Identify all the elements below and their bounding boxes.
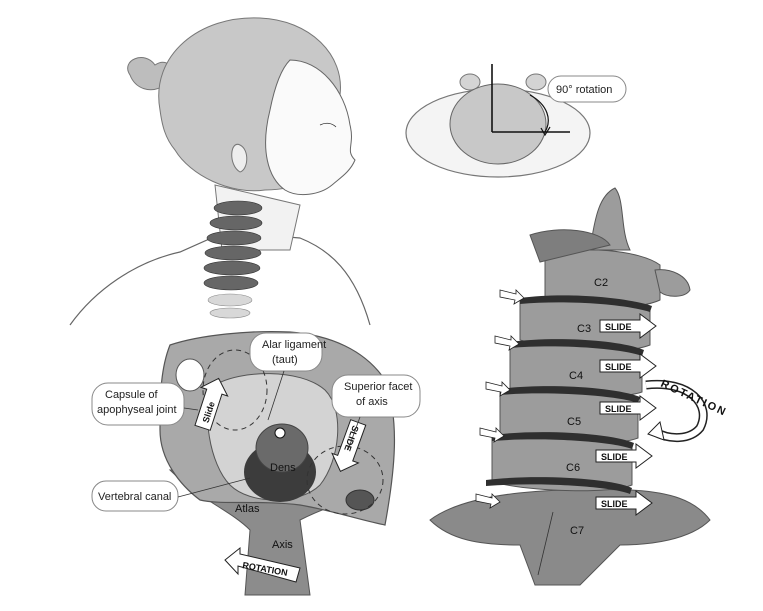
vertebra-c7-label: C7	[570, 525, 584, 537]
vertebra-c2-label: C2	[594, 277, 608, 289]
cervical-spine-diagram: C2 C3 C4 C5 C6 C7 SLIDE SLIDE SLIDE SLID…	[429, 187, 729, 586]
vertebra-c6-label: C6	[566, 462, 580, 474]
capsule-line2: apophyseal joint	[97, 404, 177, 416]
dens-label: Dens	[270, 462, 296, 474]
alar-ligament-line2: (taut)	[272, 354, 298, 366]
vertebra-c3-label: C3	[577, 323, 591, 335]
rotation-90-label: 90° rotation	[556, 84, 612, 96]
svg-text:SLIDE: SLIDE	[605, 404, 632, 414]
vertebra-c4-label: C4	[569, 370, 583, 382]
svg-text:SLIDE: SLIDE	[601, 499, 628, 509]
superior-facet-line2: of axis	[356, 396, 388, 408]
woman-head-illustration	[69, 17, 371, 326]
svg-text:SLIDE: SLIDE	[605, 362, 632, 372]
slide-arrow-c3: SLIDE	[599, 313, 657, 339]
alar-ligament-line1: Alar ligament	[262, 339, 326, 351]
slide-arrow-c5: SLIDE	[599, 395, 657, 421]
axis-label: Axis	[272, 539, 293, 551]
superior-facet-line1: Superior facet	[344, 381, 412, 393]
top-view-rotation-diagram: 90° rotation	[405, 64, 627, 178]
vertebral-canal-label: Vertebral canal	[98, 491, 171, 503]
slide-arrow-c4: SLIDE	[599, 353, 657, 379]
vertebra-c5-label: C5	[567, 416, 581, 428]
capsule-line1: Capsule of	[105, 389, 159, 401]
rotation-label-spine: ROTATION	[659, 378, 729, 419]
slide-arrow-c7: SLIDE	[595, 490, 653, 516]
atlas-axis-diagram: Slide SLIDE ROTATION Alar ligament (taut…	[91, 330, 421, 596]
atlas-label: Atlas	[235, 503, 260, 515]
svg-text:SLIDE: SLIDE	[601, 452, 628, 462]
svg-text:SLIDE: SLIDE	[605, 322, 632, 332]
slide-arrow-c6: SLIDE	[595, 443, 653, 469]
